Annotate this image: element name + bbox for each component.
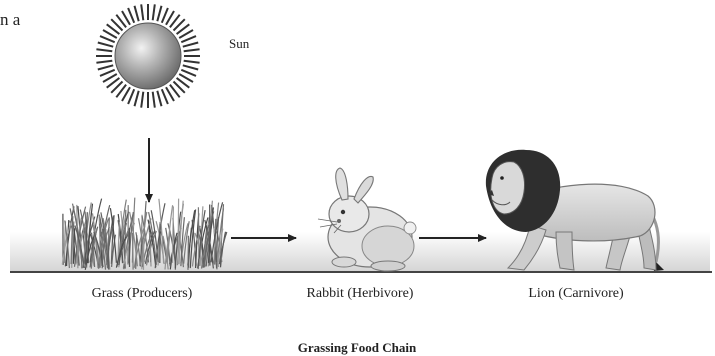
herbivore-caption: Rabbit (Herbivore): [307, 286, 414, 302]
grass-blade: [108, 217, 109, 267]
sun-ray: [98, 65, 113, 69]
grass-blade: [178, 199, 179, 265]
sun-ray: [128, 89, 134, 104]
sun-icon: [96, 4, 200, 108]
grass-icon: [62, 198, 227, 270]
sun-ray: [135, 6, 139, 21]
sun-ray: [181, 70, 196, 76]
sun-ray: [184, 49, 200, 51]
sun-ray: [135, 91, 139, 106]
sun-ray: [184, 61, 200, 63]
sun-ray: [96, 61, 112, 63]
sun-ray: [162, 8, 168, 23]
sun-ray: [157, 6, 161, 21]
sun-ray: [141, 92, 143, 108]
sun-ray: [100, 36, 115, 42]
sun-ray: [128, 8, 134, 23]
sun-ray: [98, 43, 113, 47]
sun-ray: [96, 49, 112, 51]
sun-ray: [157, 91, 161, 106]
sun-ray: [183, 65, 198, 69]
sun-ray: [162, 89, 168, 104]
producer-caption: Grass (Producers): [92, 286, 193, 302]
sun-ray: [141, 4, 143, 20]
sun-ray: [183, 43, 198, 47]
sun-ray: [153, 4, 155, 20]
carnivore-caption: Lion (Carnivore): [528, 286, 623, 302]
cropped-body-text: n a: [0, 10, 20, 30]
diagram-title: Grassing Food Chain: [298, 340, 416, 356]
sun-ray: [181, 36, 196, 42]
sun-ray: [100, 70, 115, 76]
sun-label: Sun: [229, 36, 249, 52]
sun-ray: [153, 92, 155, 108]
